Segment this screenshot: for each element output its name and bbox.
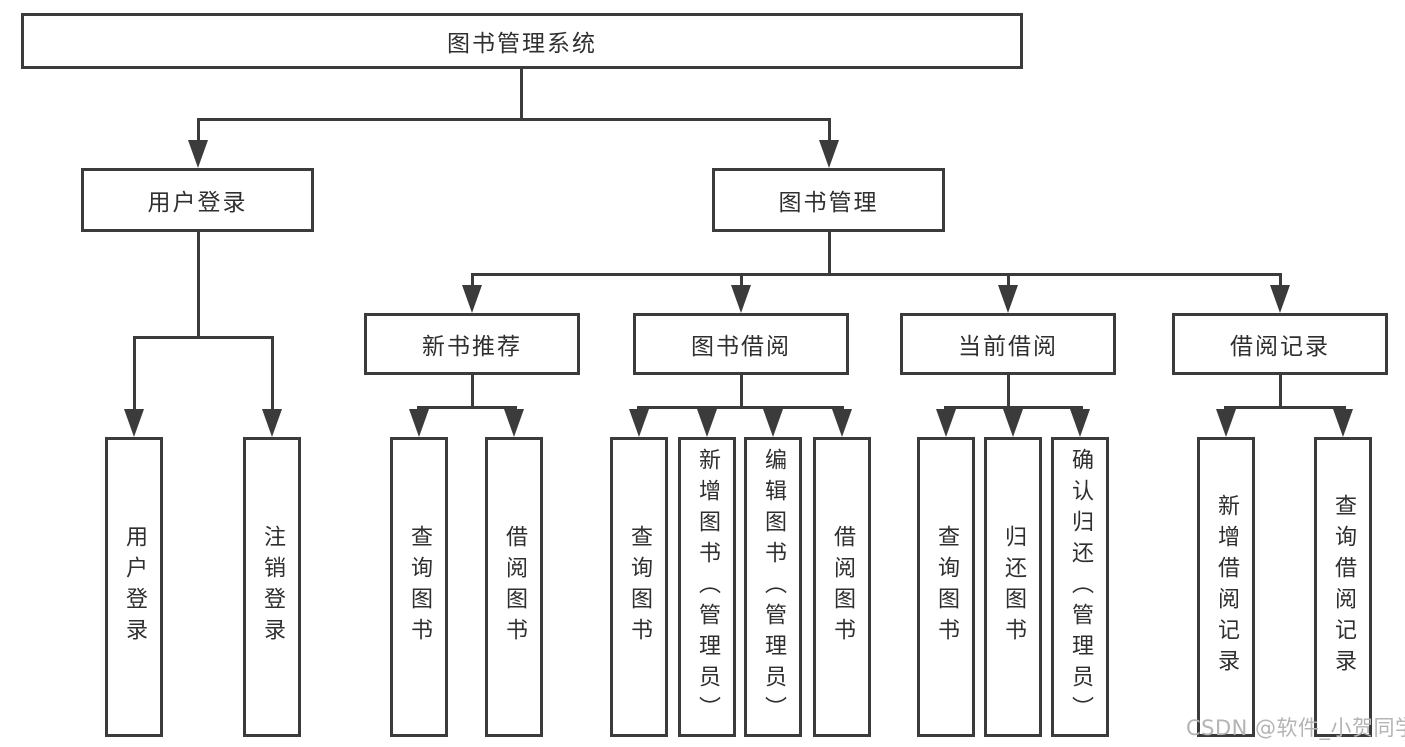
connector-vline	[197, 232, 200, 338]
node-query-books-borrow: 查询图书	[610, 437, 668, 737]
arrow-down-icon	[731, 285, 751, 313]
node-book-borrow: 图书借阅	[633, 313, 849, 375]
node-add-borrow-record: 新增借阅记录	[1197, 437, 1255, 737]
connector-vline	[271, 336, 274, 412]
node-query-books-current: 查询图书	[917, 437, 975, 737]
connector-vline	[1279, 273, 1282, 288]
connector-vline	[197, 118, 200, 143]
node-confirm-return-admin: 确认归还（管理员）	[1051, 437, 1109, 737]
arrow-down-icon	[124, 409, 144, 437]
arrow-down-icon	[188, 140, 208, 168]
connector-hline	[944, 406, 1083, 409]
arrow-down-icon	[462, 285, 482, 313]
connector-hline	[1224, 406, 1346, 409]
connector-hline	[197, 118, 831, 121]
connector-vline	[520, 69, 523, 121]
node-user-login-action: 用户登录	[105, 437, 163, 737]
arrow-down-icon	[936, 409, 956, 437]
arrow-down-icon	[998, 285, 1018, 313]
node-borrow-records: 借阅记录	[1172, 313, 1388, 375]
arrow-down-icon	[1270, 285, 1290, 313]
arrow-down-icon	[1216, 409, 1236, 437]
arrow-down-icon	[629, 409, 649, 437]
node-new-book-recommend: 新书推荐	[364, 313, 580, 375]
node-query-books-recommend: 查询图书	[390, 437, 448, 737]
csdn-watermark: CSDN @软件_小贺同学	[1186, 716, 1405, 740]
arrow-down-icon	[763, 409, 783, 437]
arrow-down-icon	[1070, 409, 1090, 437]
node-logout-action: 注销登录	[243, 437, 301, 737]
connector-vline	[740, 375, 743, 408]
node-add-books-admin: 新增图书（管理员）	[678, 437, 736, 737]
connector-hline	[133, 336, 274, 339]
connector-vline	[1007, 375, 1010, 408]
node-borrow-books-borrow: 借阅图书	[813, 437, 871, 737]
node-query-borrow-record: 查询借阅记录	[1314, 437, 1372, 737]
connector-vline	[828, 232, 831, 275]
connector-vline	[133, 336, 136, 412]
connector-hline	[471, 273, 1282, 276]
arrow-down-icon	[1003, 409, 1023, 437]
node-user-login: 用户登录	[81, 168, 314, 232]
arrow-down-icon	[1333, 409, 1353, 437]
arrow-down-icon	[504, 409, 524, 437]
arrow-down-icon	[832, 409, 852, 437]
node-edit-books-admin: 编辑图书（管理员）	[744, 437, 802, 737]
connector-vline	[471, 273, 474, 288]
connector-vline	[828, 118, 831, 143]
arrow-down-icon	[697, 409, 717, 437]
connector-vline	[1007, 273, 1010, 288]
connector-vline	[471, 375, 474, 408]
connector-hline	[417, 406, 517, 409]
connector-vline	[740, 273, 743, 288]
arrow-down-icon	[262, 409, 282, 437]
connector-vline	[1279, 375, 1282, 408]
node-return-books: 归还图书	[984, 437, 1042, 737]
arrow-down-icon	[819, 140, 839, 168]
node-current-borrow: 当前借阅	[900, 313, 1116, 375]
arrow-down-icon	[409, 409, 429, 437]
node-library-management-system: 图书管理系统	[21, 13, 1023, 69]
node-book-management: 图书管理	[712, 168, 945, 232]
connector-hline	[637, 406, 844, 409]
node-borrow-books-recommend: 借阅图书	[485, 437, 543, 737]
